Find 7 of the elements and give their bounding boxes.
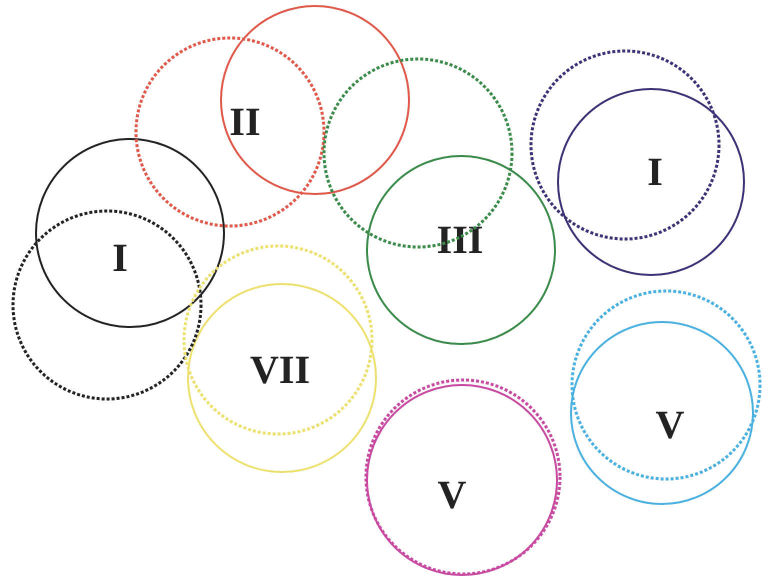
numeral-label: V [438, 475, 466, 515]
numeral-label: III [436, 220, 484, 260]
numeral-label: VII [250, 350, 310, 390]
numeral-label: I [647, 152, 663, 192]
numeral-label: II [229, 102, 261, 142]
numeral-label: I [112, 238, 128, 278]
numeral-label: V [656, 405, 684, 445]
